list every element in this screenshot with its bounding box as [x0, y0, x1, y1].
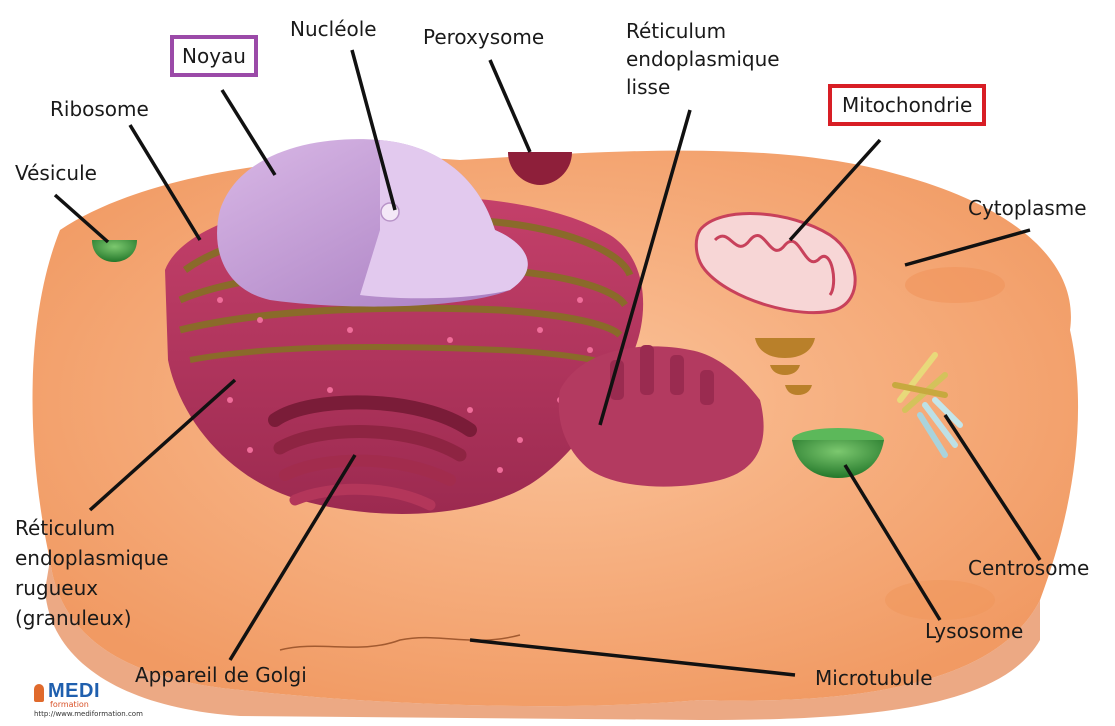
label-rel-line1: Réticulum: [626, 18, 726, 44]
label-rer-line2: endoplasmique: [15, 545, 169, 571]
label-golgi: Appareil de Golgi: [135, 662, 307, 688]
label-cytoplasme: Cytoplasme: [968, 195, 1087, 221]
logo-url: http://www.mediformation.com: [34, 710, 143, 718]
label-rel-line3: lisse: [626, 74, 670, 100]
label-rel-line2: endoplasmique: [626, 46, 780, 72]
label-ribosome: Ribosome: [50, 96, 149, 122]
label-centrosome: Centrosome: [968, 555, 1089, 581]
label-rer-line1: Réticulum: [15, 515, 115, 541]
label-rer-line4: (granuleux): [15, 605, 132, 631]
label-peroxysome: Peroxysome: [423, 24, 544, 50]
label-microtubule: Microtubule: [815, 665, 933, 691]
label-rer-line3: rugueux: [15, 575, 98, 601]
pill-icon: [34, 684, 44, 702]
label-lysosome: Lysosome: [925, 618, 1023, 644]
label-nucleole: Nucléole: [290, 16, 377, 42]
label-vesicule: Vésicule: [15, 160, 97, 186]
label-mitochondrie: Mitochondrie: [828, 84, 986, 126]
logo-sub: formation: [50, 700, 89, 709]
label-noyau: Noyau: [170, 35, 258, 77]
